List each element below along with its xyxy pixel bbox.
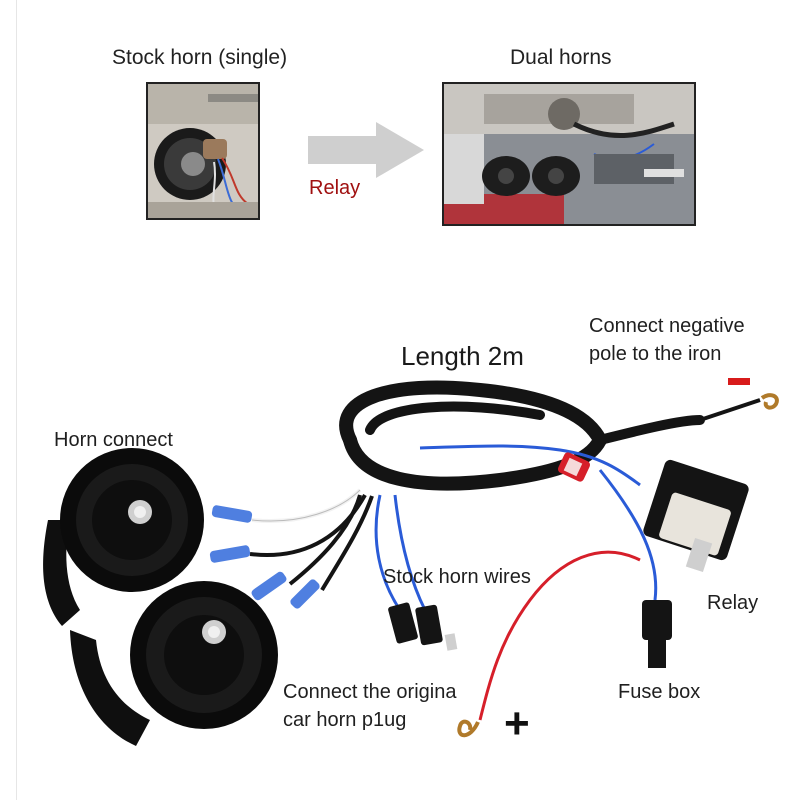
plus-symbol-icon: + bbox=[504, 699, 530, 748]
length-label: Length 2m bbox=[401, 341, 524, 371]
original-plug-callout-line2: car horn p1ug bbox=[283, 709, 407, 731]
negative-callout-line2: pole to the iron bbox=[589, 343, 722, 365]
horn-terminals bbox=[209, 505, 320, 609]
page-edge-rule bbox=[16, 0, 17, 800]
ring-terminal-negative-icon bbox=[760, 393, 779, 410]
stock-horn-wires-label: Stock horn wires bbox=[383, 566, 531, 588]
fuse-box-connector-icon bbox=[642, 600, 672, 668]
horn-1 bbox=[43, 448, 204, 626]
stock-horn-plug-icon bbox=[388, 602, 458, 651]
top-relay-label: Relay bbox=[309, 177, 361, 199]
horn-connect-label: Horn connect bbox=[54, 429, 173, 451]
relay-label: Relay bbox=[707, 592, 759, 614]
dual-horns-label: Dual horns bbox=[510, 46, 612, 69]
ring-terminal-positive-icon bbox=[457, 719, 480, 738]
minus-symbol-icon bbox=[728, 378, 750, 385]
horn-2 bbox=[70, 581, 278, 746]
relay-icon bbox=[643, 459, 749, 573]
arrow-icon bbox=[308, 120, 426, 180]
fuse-box-label: Fuse box bbox=[618, 681, 701, 703]
stock-horn-label: Stock horn (single) bbox=[112, 46, 288, 69]
negative-callout-line1: Connect negative bbox=[589, 315, 745, 337]
wire-harness bbox=[339, 380, 705, 491]
inline-fuse-icon bbox=[557, 452, 591, 482]
stock-horn-photo bbox=[146, 82, 260, 220]
original-plug-callout-line1: Connect the origina bbox=[283, 681, 457, 703]
dual-horns-photo bbox=[442, 82, 696, 226]
